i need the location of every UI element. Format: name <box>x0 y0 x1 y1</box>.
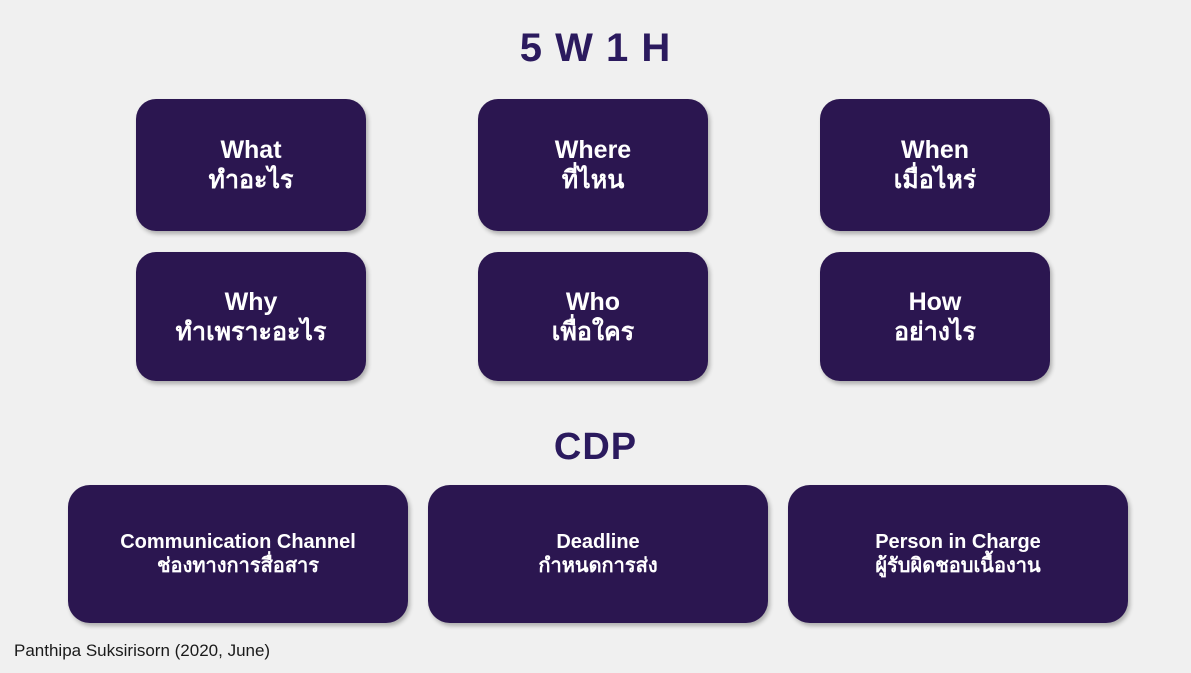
card-person-in-charge[interactable]: Person in Charge ผู้รับผิดชอบเนื้องาน <box>788 485 1128 623</box>
section-title-cdp: CDP <box>553 426 638 468</box>
card-how[interactable]: How อย่างไร <box>820 252 1050 381</box>
card-who[interactable]: Who เพื่อใคร <box>478 252 708 381</box>
card-person-in-charge-label-th: ผู้รับผิดชอบเนื้องาน <box>875 554 1041 577</box>
card-deadline-label-th: กำหนดการส่ง <box>538 554 658 577</box>
card-what-label-en: What <box>220 136 282 164</box>
card-why[interactable]: Why ทำเพราะอะไร <box>136 252 366 381</box>
card-communication-channel-label-th: ช่องทางการสื่อสาร <box>156 554 319 577</box>
card-who-label-th: เพื่อใคร <box>551 317 635 346</box>
section-title-5w1h: 5 W 1 H <box>519 26 672 70</box>
card-when[interactable]: When เมื่อไหร่ <box>820 99 1050 231</box>
card-deadline-label-en: Deadline <box>556 531 640 554</box>
card-where-label-en: Where <box>554 136 632 164</box>
card-what[interactable]: What ทำอะไร <box>136 99 366 231</box>
card-what-label-th: ทำอะไร <box>208 166 294 194</box>
source-caption: Panthipa Suksirisorn (2020, June) <box>14 641 271 660</box>
card-why-label-en: Why <box>224 287 278 316</box>
card-where[interactable]: Where ที่ไหน <box>478 99 708 231</box>
card-deadline[interactable]: Deadline กำหนดการส่ง <box>428 485 768 623</box>
card-why-label-th: ทำเพราะอะไร <box>175 317 327 346</box>
card-where-label-th: ที่ไหน <box>561 166 625 194</box>
card-communication-channel[interactable]: Communication Channel ช่องทางการสื่อสาร <box>68 485 408 623</box>
card-how-label-th: อย่างไร <box>894 317 976 346</box>
card-how-label-en: How <box>908 287 962 316</box>
card-when-label-th: เมื่อไหร่ <box>893 166 977 194</box>
card-person-in-charge-label-en: Person in Charge <box>875 531 1041 554</box>
card-who-label-en: Who <box>565 287 621 316</box>
card-communication-channel-label-en: Communication Channel <box>120 531 356 554</box>
card-when-label-en: When <box>900 136 970 164</box>
